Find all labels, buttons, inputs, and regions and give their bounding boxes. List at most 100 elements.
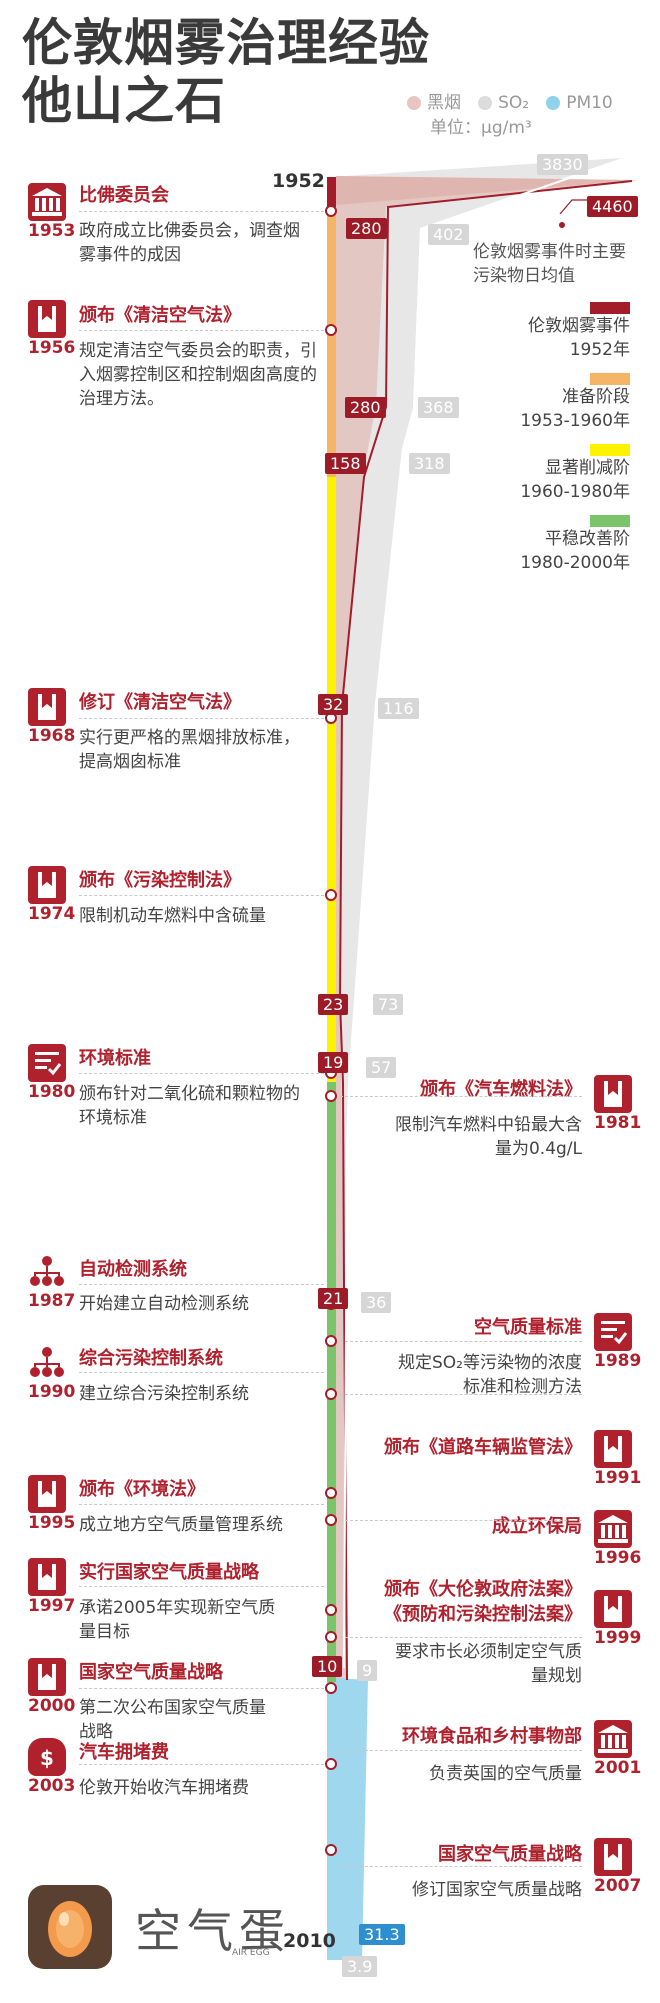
timeline-start-year: 1952 [272,170,325,192]
event-1999: 1999 [594,1590,641,1648]
smoke-band [336,176,630,1690]
smoke-value-2000: 10 [312,1656,343,1677]
title-line-2: 他山之石 [22,72,226,130]
leader-line [79,1504,324,1505]
event-title: 环境食品和乡村事物部 [402,1726,582,1747]
brand-wordmark: 空气蛋 [135,1904,291,1958]
period-1980-2000-bar [327,1082,336,1682]
event-title: 颁布《环境法》 [79,1479,205,1500]
leader-line [340,1341,582,1342]
timeline-end-year: 2010 [283,1930,336,1952]
event-title: 空气质量标准 [474,1317,582,1338]
period-item: 准备阶段 1953-1960年 [490,373,630,444]
event-2001: 2001 [594,1720,641,1778]
smoke-value-1960: 158 [325,453,366,474]
peak-so2-badge: 3830 [537,154,588,175]
peak-note: 伦敦烟雾事件时主要污染物日均值 [473,242,626,286]
event-1997: 1997 [28,1558,75,1616]
leader-line [340,1520,582,1521]
law-book-icon [28,1558,66,1596]
event-title: 颁布《清洁空气法》 [79,305,241,326]
law-book-icon [28,866,66,904]
so2-value-1980: 57 [366,1057,397,1078]
smoke-value-1956: 280 [345,397,386,418]
network-icon [28,1344,66,1382]
period-swatch [590,302,630,314]
event-1953: 1953 [28,183,75,241]
title-line-1: 伦敦烟雾治理经验 [22,14,430,72]
event-desc: 规定SO₂等污染物的浓度标准和检测方法 [398,1353,582,1397]
legend-item-pm10: PM10 [546,93,613,113]
leader-line [79,1372,324,1373]
brand-subtext: AIR EGG [232,1948,270,1958]
period-item: 伦敦烟雾事件 1952年 [490,302,630,373]
so2-value-1960: 318 [409,453,450,474]
event-1991: 1991 [594,1430,641,1488]
leader-line [79,1284,324,1285]
event-1968: 1968 [28,688,75,746]
event-1981: 1981 [594,1075,641,1133]
network-icon [28,1253,66,1291]
event-title: 自动检测系统 [79,1259,187,1280]
money-bag-icon: $ [28,1738,66,1776]
event-title: 汽车拥堵费 [79,1742,169,1763]
event-desc: 限制机动车燃料中含硫量 [79,906,266,926]
event-title: 颁布《大伦敦政府法案》 [384,1579,582,1600]
period-swatch [590,373,630,385]
so2-swatch [478,96,493,110]
event-title: 颁布《污染控制法》 [79,870,241,891]
event-desc: 成立地方空气质量管理系统 [79,1515,283,1535]
law-book-icon [28,1658,66,1696]
event-1990: 1990 [28,1344,75,1402]
law-book-icon [594,1590,632,1628]
leader-line [79,895,324,896]
event-desc: 开始建立自动检测系统 [79,1294,249,1314]
smoke-value-1974: 23 [318,994,349,1015]
event-title: 修订《清洁空气法》 [79,692,241,713]
event-2007: 2007 [594,1838,641,1896]
peak-smoke-badge: 4460 [587,196,638,217]
period-1960-1980-bar [327,477,336,1082]
event-title: 国家空气质量战略 [79,1662,223,1683]
smoke-value-1953: 280 [346,218,387,239]
period-2000-2010-bar [327,1682,336,1960]
event-desc: 要求市长必须制定空气质量规划 [395,1642,582,1686]
event-1956: 1956 [28,300,75,358]
so2-value-1987: 36 [361,1292,392,1313]
period-1952-bar [327,177,336,207]
government-building-icon [594,1510,632,1548]
checklist-icon [594,1313,632,1351]
event-title: 环境标准 [79,1048,151,1069]
event-title: 实行国家空气质量战略 [79,1562,259,1583]
event-title: 颁布《汽车燃料法》 [420,1079,582,1100]
period-swatch [590,515,630,527]
event-desc: 颁布针对二氧化硫和颗粒物的环境标准 [79,1084,300,1128]
leader-line [79,330,324,331]
page-title: 伦敦烟雾治理经验 他山之石 [22,14,430,130]
period-item: 显著削减阶 1960-1980年 [490,444,630,515]
leader-line [340,1637,582,1638]
law-book-icon [28,300,66,338]
event-title: 颁布《道路车辆监管法》 [384,1437,582,1458]
leader-line [340,1096,582,1097]
smoke-value-1980: 19 [318,1052,349,1073]
so2-value-2000: 9 [357,1660,378,1681]
pm10-band [336,1678,368,1960]
law-book-icon [28,688,66,726]
event-desc: 政府成立比佛委员会，调查烟雾事件的成因 [79,221,300,265]
legend: 黑烟 SO₂ PM10 [407,88,613,113]
law-book-icon [594,1430,632,1468]
checklist-icon [28,1044,66,1082]
smoke-value-1968: 32 [318,694,349,715]
period-swatch [590,444,630,456]
event-1987: 1987 [28,1253,75,1311]
leader-line [79,1764,324,1765]
event-desc: 实行更严格的黑烟排放标准，提高烟囱标准 [79,728,300,772]
period-legend: 伦敦烟雾事件 1952年 准备阶段 1953-1960年 显著削减阶 1960-… [490,302,630,586]
leader-line [340,1866,582,1867]
unit-label: 单位：μg/m³ [430,118,532,138]
smoke-swatch [407,96,421,110]
smoke-value-1987: 21 [318,1288,349,1309]
svg-text:$: $ [40,1746,54,1770]
